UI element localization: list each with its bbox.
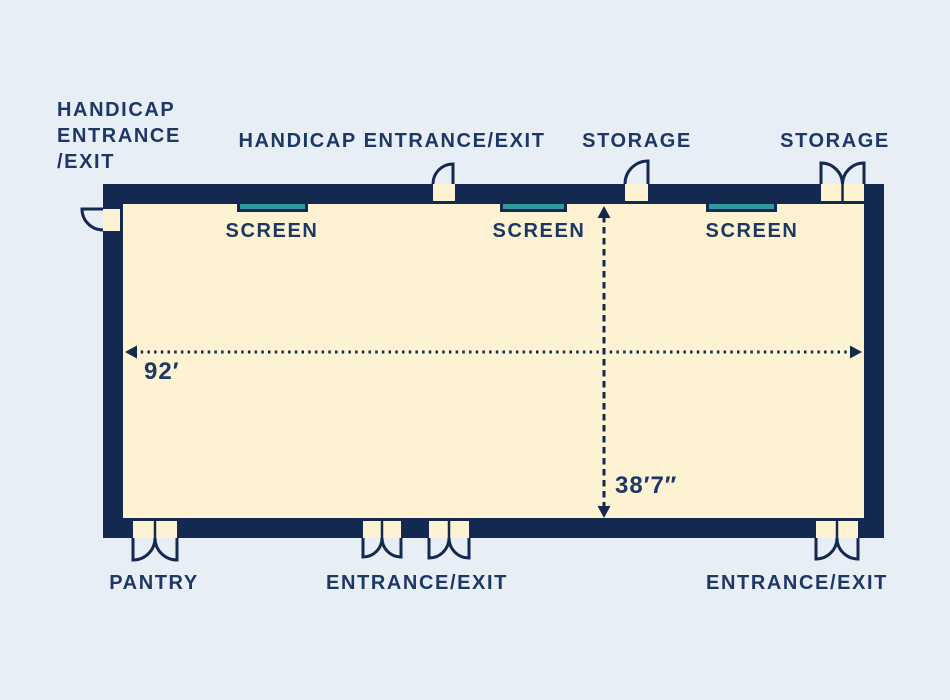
arrow-left-icon <box>125 345 137 359</box>
door-swing <box>623 159 650 185</box>
entrance-door-double-bottom-right-icon <box>814 521 860 561</box>
label-pantry: PANTRY <box>109 572 199 594</box>
label-entrance-exit-center: ENTRANCE/EXIT <box>326 572 508 594</box>
label-line-1: HANDICAP <box>57 99 176 121</box>
label-handicap-entrance-exit-top: HANDICAP ENTRANCE/EXIT <box>238 130 546 152</box>
floor-area <box>123 204 864 518</box>
screen-3-icon <box>706 204 777 212</box>
handicap-door-left-wall-icon <box>80 207 120 232</box>
door-swing-right <box>447 537 471 560</box>
width-dimension-arrow <box>125 345 862 359</box>
door-swing <box>80 207 104 232</box>
screen-3-surface <box>709 204 774 209</box>
screen-2-surface <box>503 204 564 209</box>
door-swing-left <box>427 537 451 560</box>
storage-door-double-top-right-icon <box>819 161 866 201</box>
door-swing-left <box>361 537 384 559</box>
label-height-dimension: 38′7″ <box>615 472 678 499</box>
handicap-door-top-wall-icon <box>431 162 455 201</box>
label-handicap-entrance-exit-left: HANDICAP ENTRANCE /EXIT <box>57 97 181 175</box>
arrow-right-icon <box>850 345 862 359</box>
arrow-down-icon <box>597 506 611 518</box>
door-swing-right <box>841 161 866 185</box>
door-swing-right <box>380 537 403 559</box>
height-dimension-arrow <box>597 206 611 518</box>
screen-1-surface <box>240 204 305 209</box>
door-swing <box>431 162 455 185</box>
door-swing-right <box>835 537 860 561</box>
label-screen-1: SCREEN <box>225 220 319 242</box>
door-gap <box>625 184 648 201</box>
label-line-3: /EXIT <box>57 151 116 173</box>
door-gap <box>103 209 120 231</box>
arrow-up-icon <box>597 206 611 218</box>
label-storage-top-left: STORAGE <box>582 130 692 152</box>
door-swing-left <box>814 537 839 561</box>
label-screen-3: SCREEN <box>705 220 799 242</box>
screen-1-icon <box>237 204 308 212</box>
door-swing-right <box>153 537 179 562</box>
label-line-2: ENTRANCE <box>57 125 181 147</box>
label-storage-top-right: STORAGE <box>780 130 890 152</box>
door-swing-left <box>819 161 844 185</box>
label-screen-2: SCREEN <box>492 220 586 242</box>
door-swing-left <box>131 537 157 562</box>
pantry-door-double-bottom-icon <box>131 521 179 562</box>
storage-door-single-top-icon <box>623 159 650 201</box>
door-gap <box>433 184 455 201</box>
entrance-door-double-bottom-1-icon <box>361 521 403 559</box>
label-width-dimension: 92′ <box>144 358 180 385</box>
screen-2-icon <box>500 204 567 212</box>
label-entrance-exit-right: ENTRANCE/EXIT <box>706 572 888 594</box>
entrance-door-double-bottom-2-icon <box>427 521 471 560</box>
